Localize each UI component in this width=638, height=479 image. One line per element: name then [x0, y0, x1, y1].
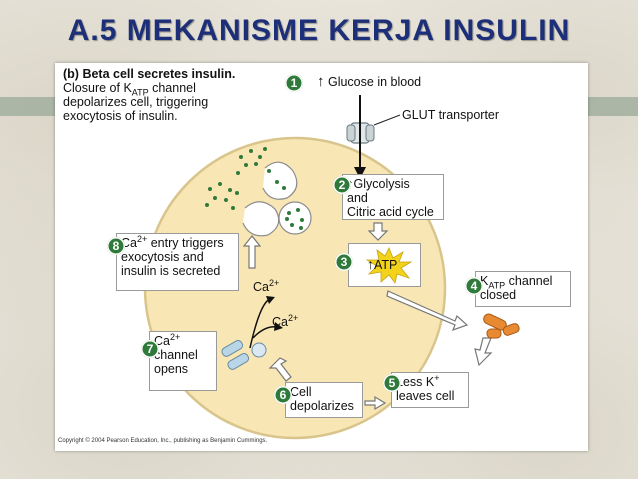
- copyright-text: Copyright © 2004 Pearson Education, Inc.…: [58, 438, 268, 444]
- vesicle-exocytosing-top: [262, 161, 298, 200]
- glut-label: GLUT transporter: [402, 108, 500, 122]
- step-4-badge: 4: [465, 277, 483, 295]
- katp-channel: [483, 313, 520, 339]
- step-7-box: Ca2+ channel opens: [149, 331, 217, 391]
- step-3-badge: 3: [335, 253, 353, 271]
- step-5-badge: 5: [383, 374, 401, 392]
- step-1-box: 1 ↑ Glucose in blood: [285, 73, 429, 95]
- calcium-label-upper: Ca2+: [253, 277, 280, 294]
- decorative-band-right: [588, 97, 638, 116]
- vesicle-exocytosing-left: [242, 201, 280, 237]
- decorative-band-left: [0, 97, 55, 116]
- figure-caption: (b) Beta cell secretes insulin. Closure …: [63, 67, 236, 123]
- calcium-label-lower: Ca2+: [272, 312, 299, 329]
- step-2-badge: 2: [333, 176, 351, 194]
- atp-burst-icon: [365, 247, 413, 284]
- slide-title: A.5 MEKANISME KERJA INSULIN: [67, 14, 571, 47]
- vesicle-inside: [278, 201, 312, 235]
- step-6-box: Cell depolarizes: [285, 382, 363, 418]
- calcium-channel: [221, 340, 267, 370]
- step-3-box: ↑ATP: [348, 243, 421, 287]
- step-8-box: Ca2+ entry triggers exocytosis and insul…: [116, 233, 239, 291]
- insulin-granules: [205, 147, 304, 230]
- step-7-badge: 7: [141, 340, 159, 358]
- step-6-badge: 6: [274, 386, 292, 404]
- step-8-badge: 8: [107, 237, 125, 255]
- glut-label-line: [373, 114, 401, 126]
- hollow-arrows: [242, 222, 493, 411]
- step-2-box: ↑Glycolysis and Citric acid cycle: [342, 174, 444, 220]
- step-4-box: KATP channel closed: [475, 271, 571, 307]
- figure-panel: (b) Beta cell secretes insulin. Closure …: [55, 63, 588, 451]
- step-1-badge: 1: [285, 74, 303, 92]
- step-5-box: Less K+ leaves cell: [391, 372, 469, 408]
